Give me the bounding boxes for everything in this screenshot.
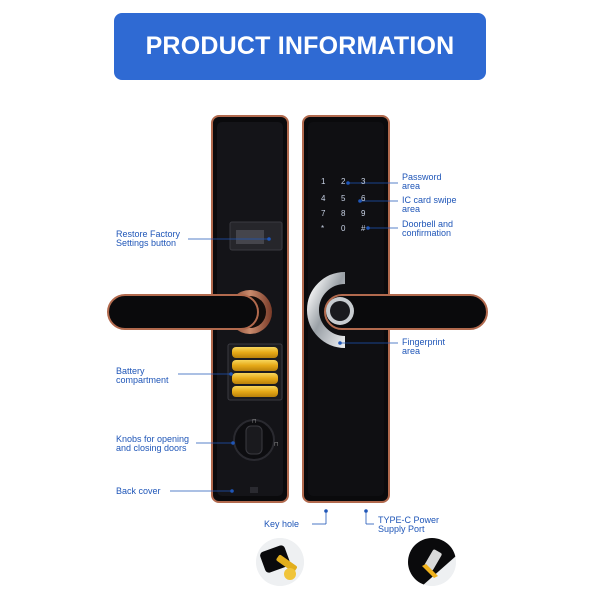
svg-text:⊓: ⊓ — [252, 418, 257, 425]
knob: ⊓ ⊓ — [233, 418, 279, 461]
key-3: 3 — [361, 177, 366, 186]
svg-text:⊓: ⊓ — [274, 441, 279, 448]
label-doorbell: Doorbell and confirmation — [402, 219, 454, 238]
leader-dots — [229, 181, 370, 513]
key-5: 5 — [341, 194, 346, 203]
key-hole-detail — [256, 538, 304, 586]
key-1: 1 — [321, 177, 326, 186]
label-type-c: TYPE-C Power Supply Port — [378, 515, 440, 534]
leader-lines — [170, 182, 398, 525]
battery-cells — [232, 347, 278, 397]
key-2: 2 — [341, 177, 346, 186]
label-battery: Battery compartment — [116, 366, 169, 385]
front-handle — [307, 272, 488, 348]
title-banner: PRODUCT INFORMATION — [114, 13, 486, 80]
key-0: 0 — [341, 224, 346, 233]
label-back-cover: Back cover — [116, 486, 161, 496]
usb-c-icon — [408, 538, 456, 586]
fingerprint-sensor — [330, 301, 350, 321]
label-restore: Restore Factory Settings button — [116, 229, 181, 248]
label-key-hole: Key hole — [264, 519, 300, 529]
label-ic-card: IC card swipe area — [402, 195, 457, 214]
key-6: 6 — [361, 194, 366, 203]
label-password: Password area — [402, 172, 442, 191]
label-knobs: Knobs for opening and closing doors — [116, 434, 190, 453]
key-hash: # — [361, 224, 366, 233]
key-4: 4 — [321, 194, 326, 203]
back-cover-slot — [250, 487, 258, 493]
type-c-detail — [408, 538, 456, 586]
key-star: * — [321, 224, 325, 233]
back-handle — [107, 290, 272, 334]
key-icon — [256, 538, 304, 586]
key-9: 9 — [361, 209, 366, 218]
label-fingerprint: Fingerprint area — [402, 337, 446, 356]
banner-title: PRODUCT INFORMATION — [145, 32, 455, 60]
key-8: 8 — [341, 209, 346, 218]
key-7: 7 — [321, 209, 326, 218]
